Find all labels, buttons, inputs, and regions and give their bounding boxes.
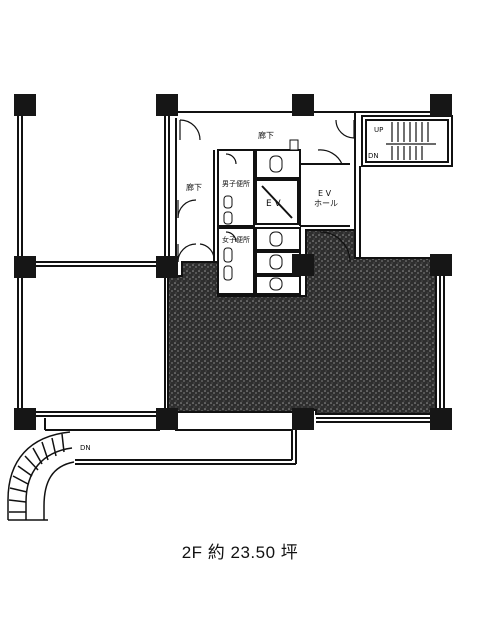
elevator-label: E V bbox=[266, 199, 282, 209]
stair-up-label: UP bbox=[374, 126, 383, 134]
walls bbox=[17, 104, 453, 465]
spiral-stair bbox=[7, 431, 75, 521]
fixtures bbox=[223, 139, 299, 291]
ev-hall-label-line1: E V bbox=[318, 189, 332, 198]
inner-stair bbox=[386, 122, 436, 160]
columns bbox=[14, 94, 452, 430]
outer-stair-dn-label: DN bbox=[80, 444, 91, 452]
ev-hall-label-line2: ホール bbox=[314, 199, 338, 208]
doors bbox=[177, 119, 355, 263]
stair-dn-label: DN bbox=[368, 152, 379, 160]
corridor-top-label: 廊下 bbox=[258, 130, 274, 140]
floor-plan: 廊下 廊下 男子便所 女子便所 E V E V ホール UP DN DN bbox=[7, 94, 453, 521]
floor-area-caption: 2F 約 23.50 坪 bbox=[181, 543, 299, 562]
womens-toilet-label: 女子便所 bbox=[222, 235, 250, 244]
corridor-left-label: 廊下 bbox=[186, 182, 202, 192]
mens-toilet-label: 男子便所 bbox=[222, 179, 250, 188]
